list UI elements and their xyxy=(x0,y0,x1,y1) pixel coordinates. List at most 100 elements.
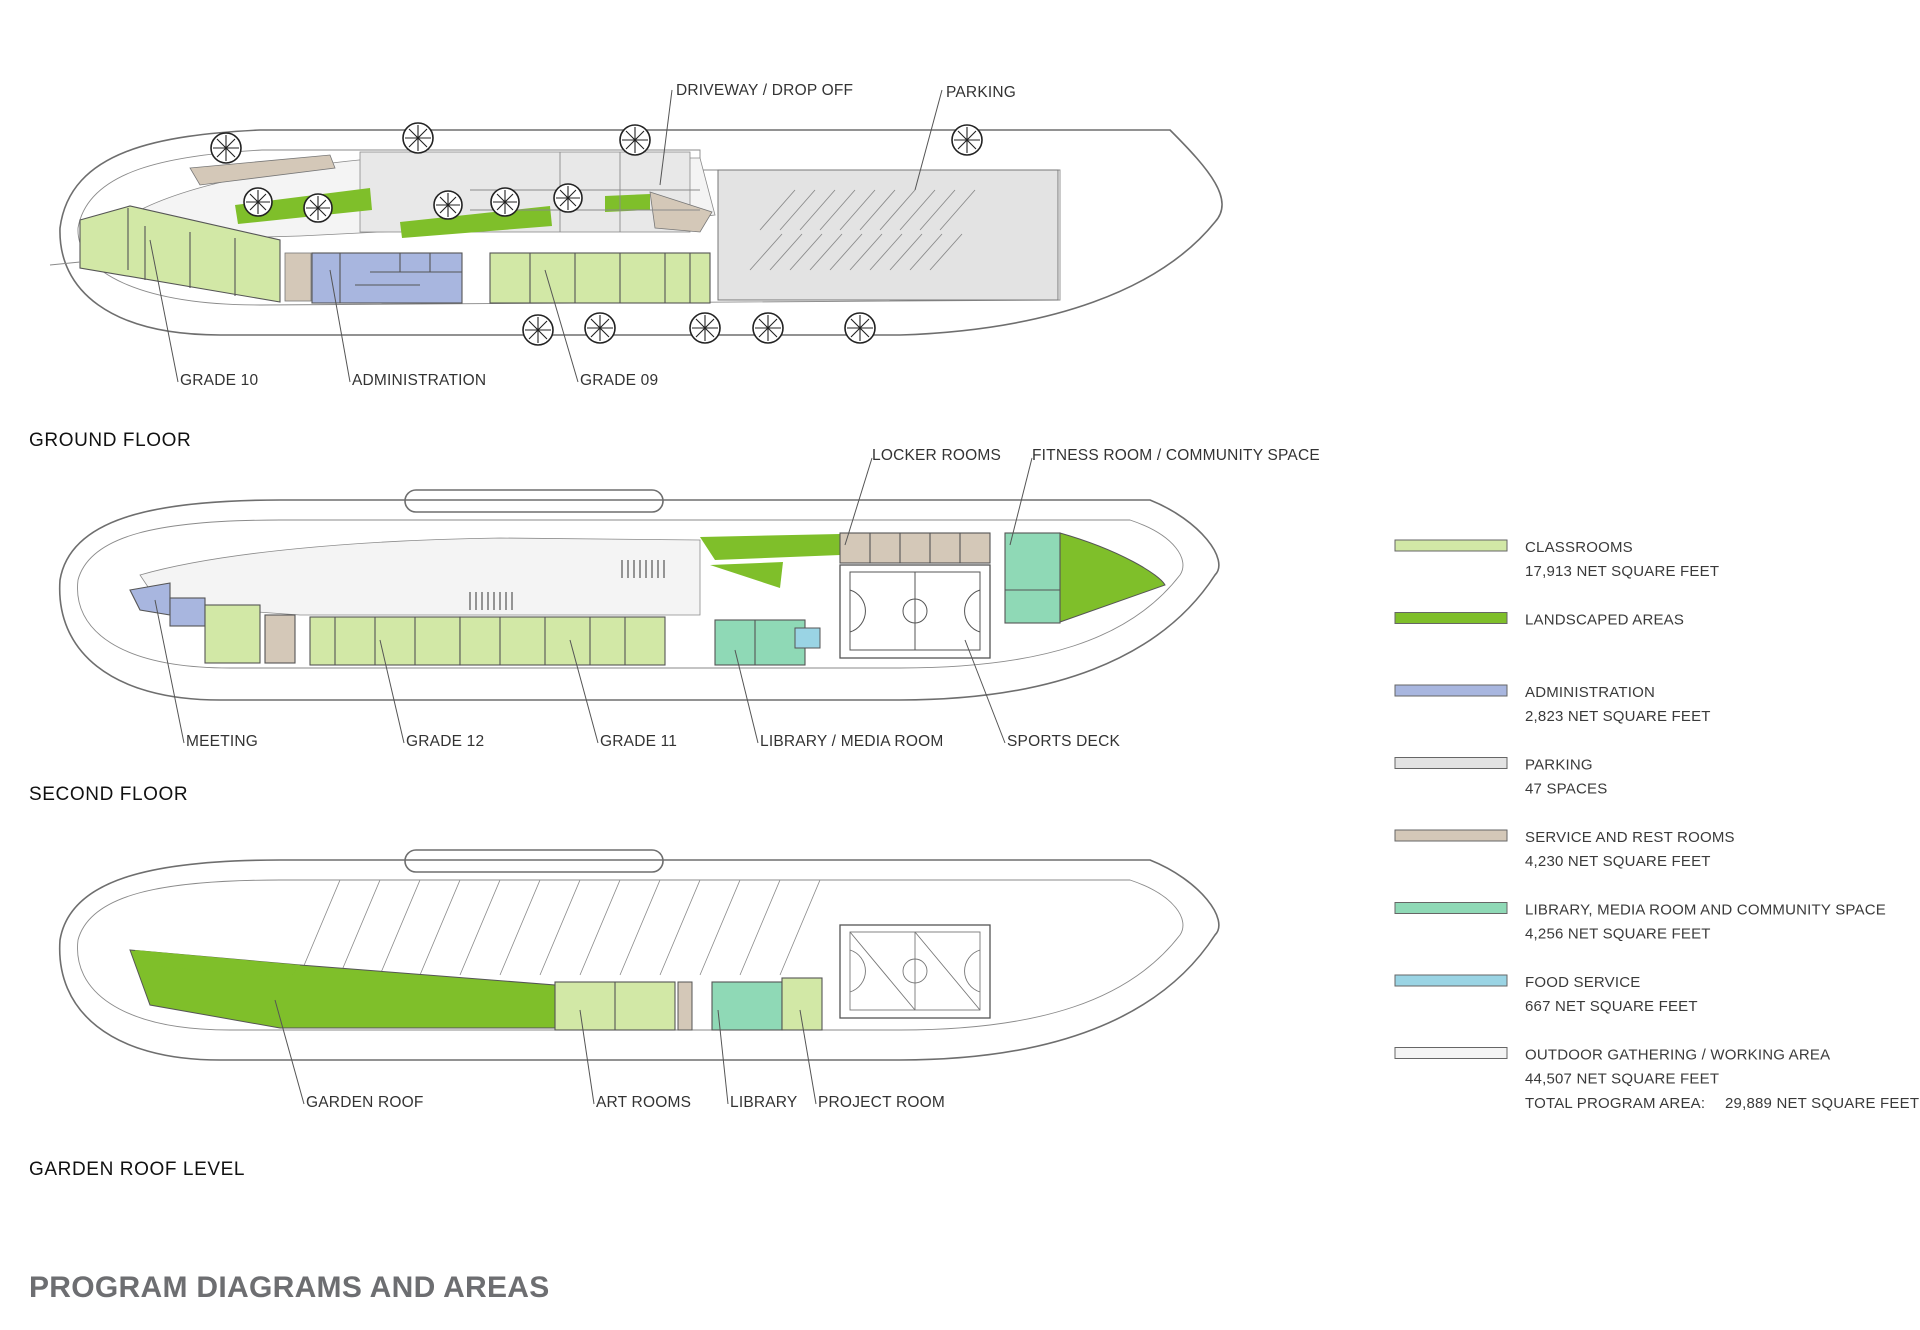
second-landscape-corner xyxy=(1059,532,1166,623)
legend-swatch xyxy=(1394,902,1508,914)
second-landscape-strip xyxy=(700,534,840,560)
second-fitness-room xyxy=(1004,532,1061,624)
ground-landscape-strip-2 xyxy=(400,206,552,238)
legend-name: SERVICE AND REST ROOMS xyxy=(1525,829,1735,846)
ground-floor-plan: DRIVEWAY / DROP OFF PARKING GRADE 10 ADM… xyxy=(29,82,1223,451)
floor-title-roof: GARDEN ROOF LEVEL xyxy=(29,1159,245,1180)
label-grade09: GRADE 09 xyxy=(580,372,658,389)
tree-icon xyxy=(522,314,554,346)
roof-service-strip xyxy=(677,981,693,1031)
tree-icon xyxy=(243,187,273,217)
roof-floor-plan: GARDEN ROOF ART ROOMS LIBRARY PROJECT RO… xyxy=(29,849,1220,1180)
leader-garden xyxy=(274,999,305,1105)
legend-name: ADMINISTRATION xyxy=(1525,684,1655,701)
legend-swatch xyxy=(1394,829,1508,842)
legend-name: FOOD SERVICE xyxy=(1525,974,1640,991)
ground-grade09-classrooms xyxy=(489,252,711,304)
second-site-outline xyxy=(58,499,1220,701)
label-fitness: FITNESS ROOM / COMMUNITY SPACE xyxy=(1032,447,1320,464)
legend-swatch xyxy=(1394,684,1508,697)
tree-icon xyxy=(752,312,784,344)
sheet-title: PROGRAM DIAGRAMS AND AREAS xyxy=(29,1271,550,1304)
leader-sports xyxy=(964,639,1006,744)
leader-library-media xyxy=(734,649,759,744)
legend-name: PARKING xyxy=(1525,757,1593,774)
second-inner-edge xyxy=(77,519,1184,669)
roof-bridge xyxy=(404,849,664,873)
legend-area: 4,256 NET SQUARE FEET xyxy=(1525,926,1711,943)
label-parking: PARKING xyxy=(946,84,1016,101)
legend-area: 17,913 NET SQUARE FEET xyxy=(1525,563,1719,580)
legend-entry: FOOD SERVICE 667 NET SQUARE FEET xyxy=(1394,974,1698,1015)
label-grade11: GRADE 11 xyxy=(600,733,677,750)
legend-entry: LIBRARY, MEDIA ROOM AND COMMUNITY SPACE4… xyxy=(1394,902,1886,943)
tree-icon xyxy=(584,312,616,344)
leader-meeting xyxy=(154,599,185,744)
leader-grade10 xyxy=(149,239,179,383)
leader-administration xyxy=(329,269,351,383)
legend-swatch xyxy=(1394,757,1508,769)
legend-swatch xyxy=(1394,612,1508,624)
floor-title-ground: GROUND FLOOR xyxy=(29,430,191,451)
legend: CLASSROOMS 17,913 NET SQUARE FEET LANDSCAP… xyxy=(1394,539,1886,1088)
legend-entry: ADMINISTRATION 2,823 NET SQUARE FEET xyxy=(1394,684,1711,725)
legend-total-label: TOTAL PROGRAM AREA: xyxy=(1525,1095,1705,1112)
label-locker: LOCKER ROOMS xyxy=(872,447,1001,464)
second-floor-plan: LOCKER ROOMS FITNESS ROOM / COMMUNITY SP… xyxy=(29,447,1320,805)
ground-service-core xyxy=(284,252,312,302)
legend-area: 667 NET SQUARE FEET xyxy=(1525,998,1698,1015)
leader-fitness xyxy=(1009,457,1033,546)
ground-service-wedge xyxy=(649,191,713,233)
second-grade11-classrooms xyxy=(459,616,666,666)
floor-title-second: SECOND FLOOR xyxy=(29,784,188,805)
ground-administration xyxy=(311,252,463,304)
second-classroom-north xyxy=(204,604,261,664)
legend-name: OUTDOOR GATHERING / WORKING AREA xyxy=(1525,1047,1830,1064)
tree-icon xyxy=(402,122,434,154)
legend-name: CLASSROOMS xyxy=(1525,539,1633,556)
legend-entry: LANDSCAPED AREAS xyxy=(1394,612,1684,629)
legend-swatch xyxy=(1394,974,1508,987)
roof-library xyxy=(711,981,783,1031)
second-service-core xyxy=(264,614,296,664)
label-art: ART ROOMS xyxy=(596,1094,691,1111)
second-landscape-wedge xyxy=(710,562,783,588)
tree-icon xyxy=(844,312,876,344)
tree-icon xyxy=(303,193,333,223)
roof-inner-edge xyxy=(77,879,1184,1031)
court-markings xyxy=(849,931,981,1011)
second-grade12-classrooms xyxy=(309,616,461,666)
legend-name: LANDSCAPED AREAS xyxy=(1525,612,1684,629)
leader-grade11 xyxy=(569,639,599,744)
ground-service-band xyxy=(189,154,336,186)
court-markings xyxy=(849,571,981,651)
leader-grade09 xyxy=(544,269,579,383)
leader-project xyxy=(799,1009,817,1105)
legend-area: 44,507 NET SQUARE FEET xyxy=(1525,1071,1719,1088)
legend-swatch xyxy=(1394,1047,1508,1059)
second-meeting xyxy=(129,582,171,616)
leader-art xyxy=(579,1009,595,1105)
legend-entry: OUTDOOR GATHERING / WORKING AREA 44,507 N… xyxy=(1394,1047,1830,1088)
leader-driveway xyxy=(659,89,673,186)
legend-area: 2,823 NET SQUARE FEET xyxy=(1525,708,1711,725)
tree-icon xyxy=(210,132,242,164)
ground-grade10-classrooms xyxy=(79,205,281,303)
tree-icon xyxy=(433,190,463,220)
label-grade12: GRADE 12 xyxy=(406,733,484,750)
label-project: PROJECT ROOM xyxy=(818,1094,945,1111)
leader-library xyxy=(717,1009,729,1105)
leader-locker xyxy=(844,457,873,546)
second-library-media xyxy=(714,619,806,666)
second-bridge xyxy=(404,489,664,513)
leader-parking xyxy=(914,89,943,191)
roof-site-outline xyxy=(58,859,1220,1061)
label-grade10: GRADE 10 xyxy=(180,372,258,389)
tree-icon xyxy=(951,124,983,156)
label-administration: ADMINISTRATION xyxy=(352,372,486,389)
label-meeting: MEETING xyxy=(186,733,258,750)
second-locker-rooms xyxy=(839,532,991,564)
